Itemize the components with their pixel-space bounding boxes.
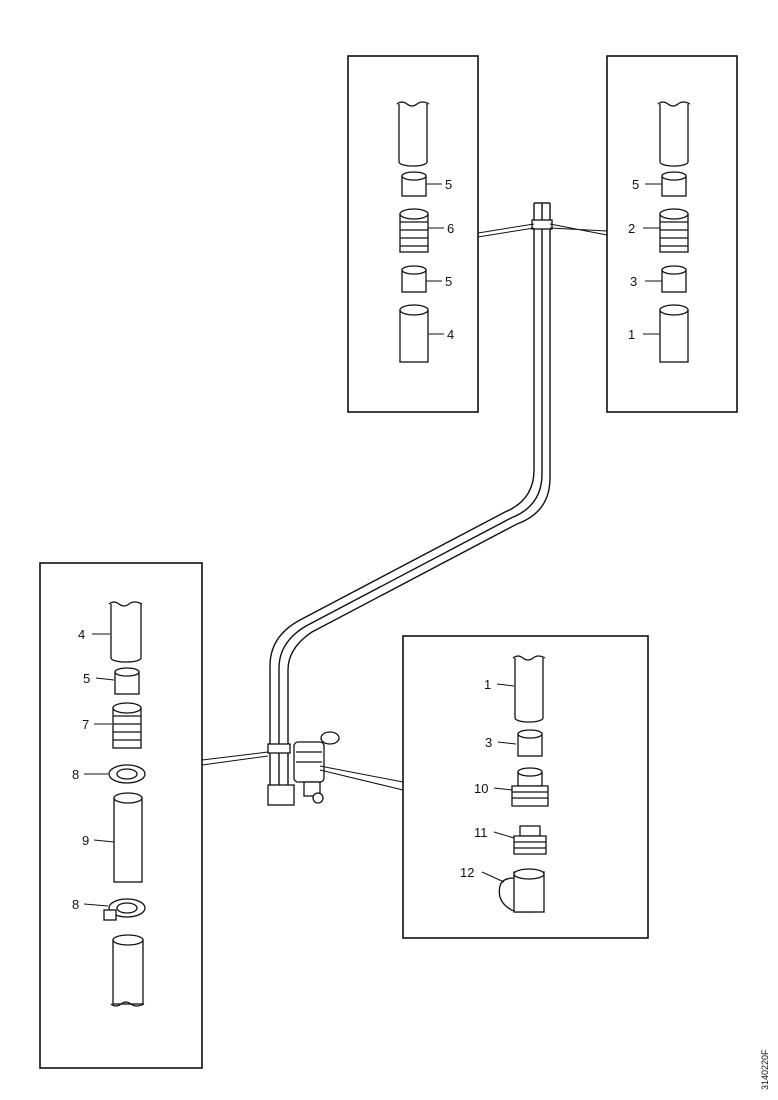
detail-box-top-left <box>347 55 479 413</box>
callout-l-8b: 8 <box>72 897 79 912</box>
detail-right-parts <box>481 655 549 913</box>
callout-l-5: 5 <box>83 671 90 686</box>
callout-l-9: 9 <box>82 833 89 848</box>
callout-tr-5: 5 <box>632 177 639 192</box>
detail-left-parts <box>83 601 146 1007</box>
callout-tl-6: 6 <box>447 221 454 236</box>
detail-top-right-parts <box>643 101 691 363</box>
callout-r-3: 3 <box>485 735 492 750</box>
valve-assembly <box>293 731 340 804</box>
callout-tr-1: 1 <box>628 327 635 342</box>
detail-top-left-parts <box>396 101 444 363</box>
detail-box-top-right <box>606 55 738 413</box>
zoom-leaders <box>201 223 608 791</box>
callout-l-8a: 8 <box>72 767 79 782</box>
callout-tl-4: 4 <box>447 327 454 342</box>
callout-r-11: 11 <box>474 825 488 840</box>
callout-l-4: 4 <box>78 627 85 642</box>
main-pipe-run <box>267 202 553 806</box>
callout-tl-5a: 5 <box>445 177 452 192</box>
callout-tl-5b: 5 <box>445 274 452 289</box>
callout-r-12: 12 <box>460 865 474 880</box>
callout-tr-2: 2 <box>628 221 635 236</box>
callout-tr-3: 3 <box>630 274 637 289</box>
callout-r-1: 1 <box>484 677 491 692</box>
detail-box-left <box>39 562 203 1069</box>
figure-code: 3140220F <box>760 1049 770 1090</box>
callout-l-7: 7 <box>82 717 89 732</box>
callout-r-10: 10 <box>474 781 488 796</box>
detail-box-right <box>402 635 649 939</box>
